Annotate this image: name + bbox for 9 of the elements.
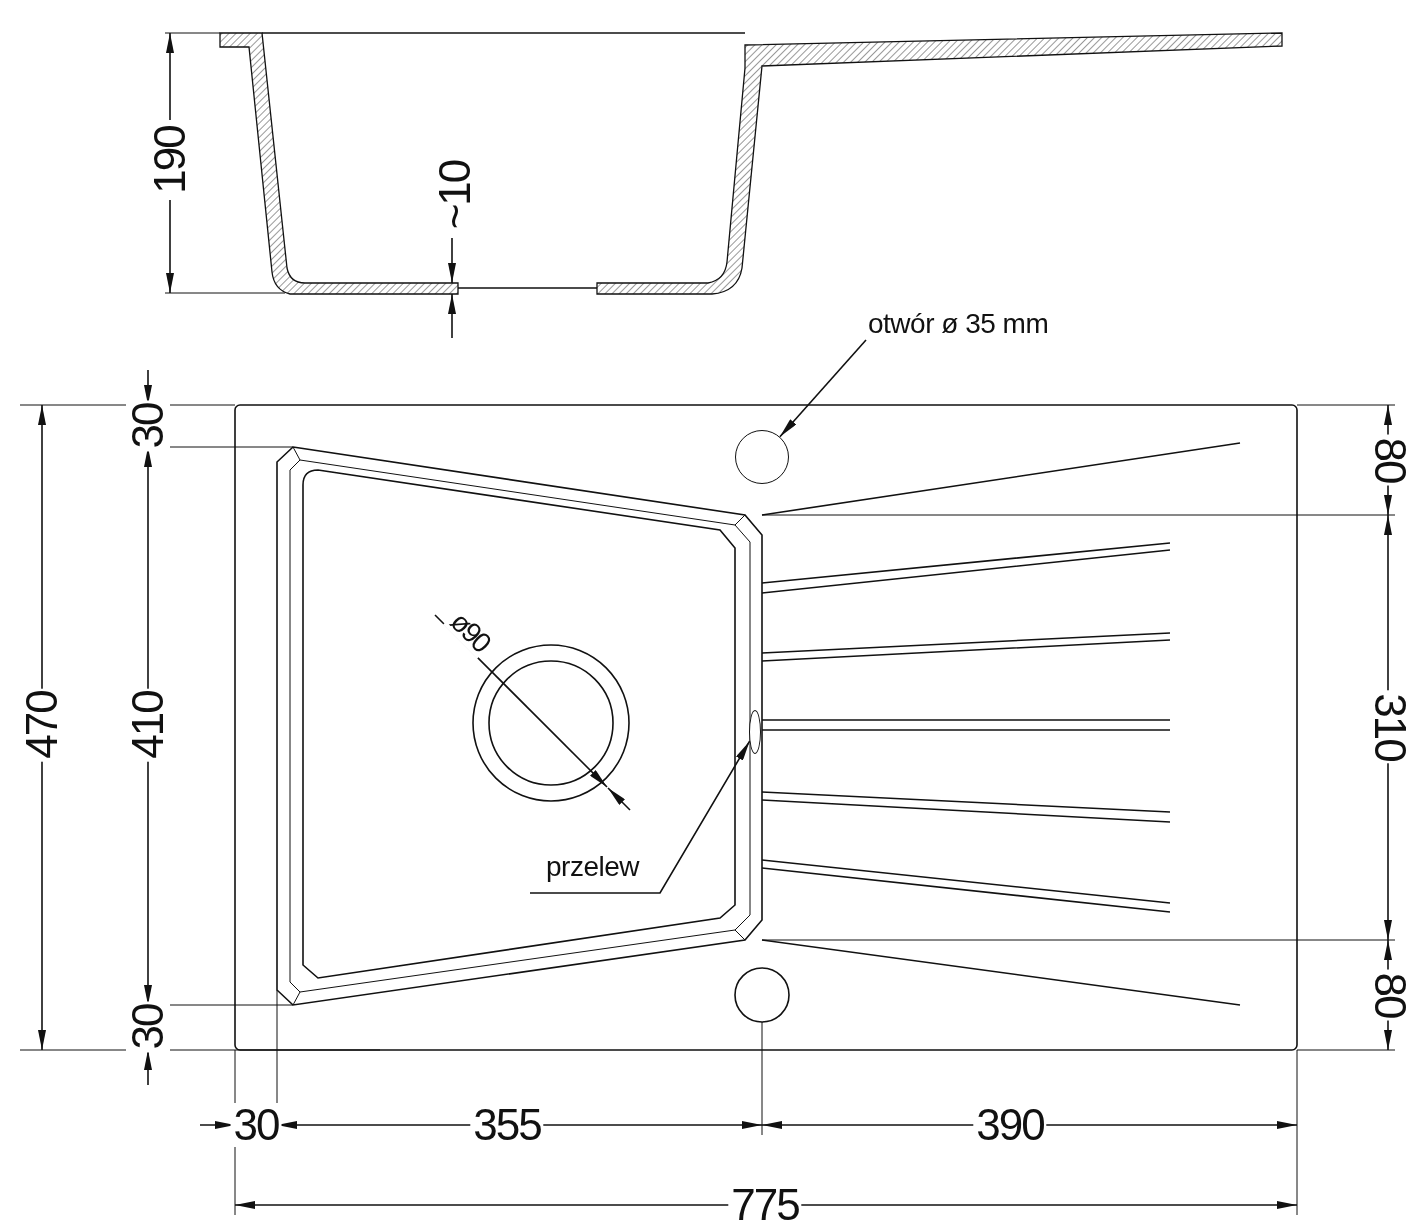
dimension-label: 30 (230, 1103, 282, 1147)
overflow-hole (749, 710, 761, 754)
dimension-label: 30 (126, 400, 170, 452)
tap-hole (735, 430, 789, 484)
dimension-label: 30 (126, 1001, 170, 1053)
leader-line (529, 740, 751, 894)
callout-text: przelew (546, 853, 639, 881)
callout-text: otwór ø 35 mm (868, 310, 1049, 338)
leader-line (779, 339, 867, 438)
